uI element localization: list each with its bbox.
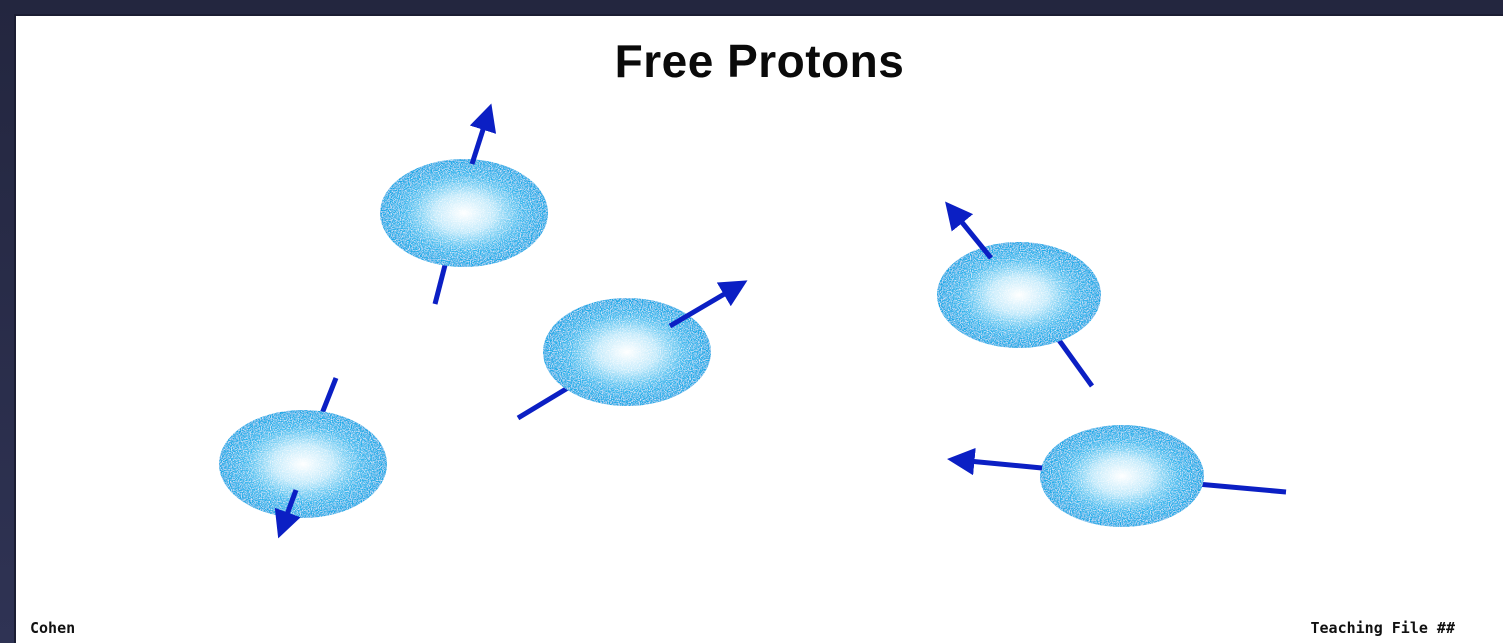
proton-sphere	[219, 410, 387, 518]
spin-tail	[318, 377, 339, 417]
spin-arrow-up-icon	[469, 103, 497, 165]
free-protons-diagram	[219, 103, 1287, 539]
teaching-file-label: Teaching File ##	[1310, 619, 1456, 637]
proton-center	[516, 280, 748, 421]
proton-sphere	[543, 298, 711, 406]
proton-sphere	[380, 159, 548, 267]
spin-tail	[1053, 334, 1095, 388]
slide-title: Free Protons	[614, 35, 905, 87]
slide: Free Protons	[14, 14, 1503, 643]
proton-top-left	[380, 103, 548, 305]
spin-arrow-down-icon	[274, 489, 301, 539]
proton-right-lower	[947, 425, 1287, 527]
spin-arrow-up-right-icon	[668, 280, 748, 329]
proton-bottom-left	[219, 377, 387, 539]
proton-sphere	[1040, 425, 1204, 527]
author-label: Cohen	[30, 619, 76, 637]
spin-arrow-up-left-icon	[945, 201, 993, 260]
spin-arrow-left-icon	[947, 447, 1043, 476]
proton-right-upper	[937, 201, 1101, 388]
proton-sphere	[937, 242, 1101, 348]
